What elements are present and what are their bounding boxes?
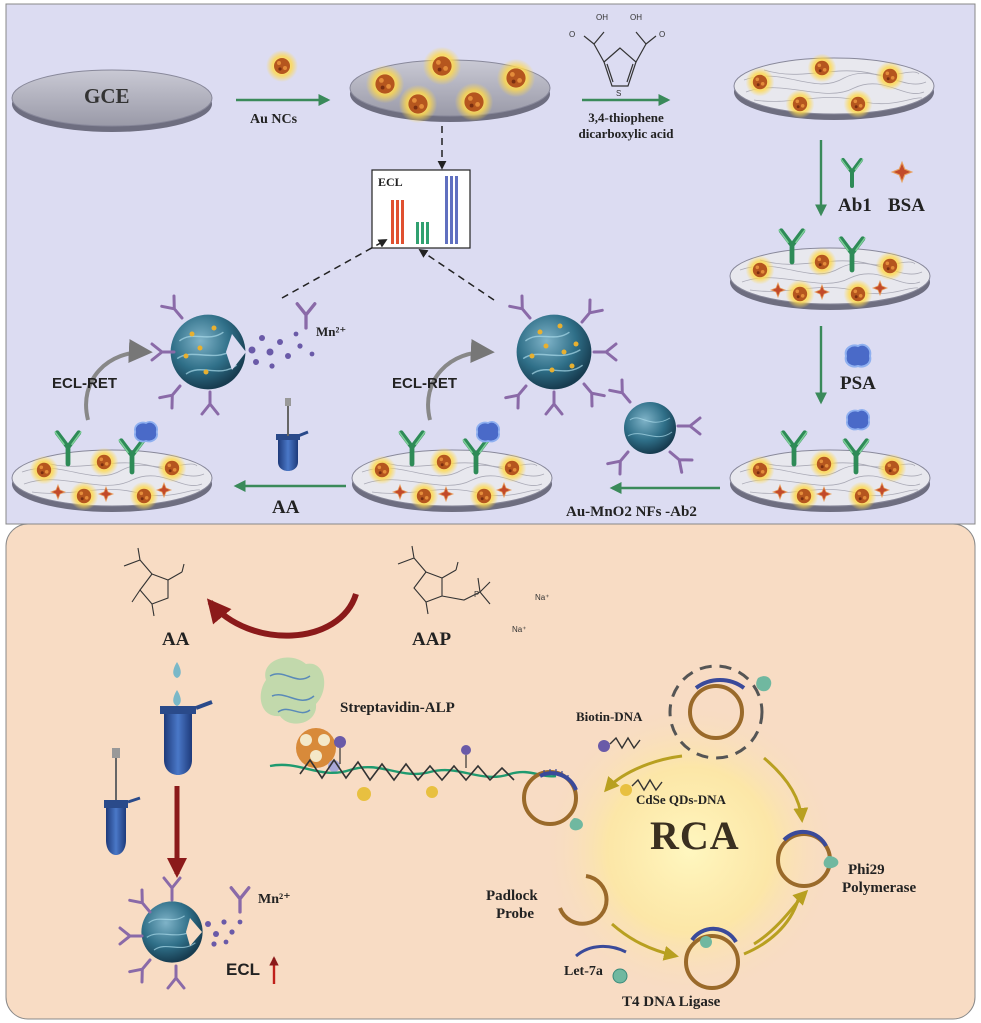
aap-structure bbox=[397, 545, 491, 615]
ecl-label-bottom: ECL bbox=[226, 960, 260, 979]
rca-circle-top bbox=[668, 664, 772, 760]
mn-label-top: Mn²⁺ bbox=[316, 324, 347, 339]
t4-ligase-icon bbox=[612, 968, 628, 984]
padlock-label-line1: Padlock bbox=[486, 888, 538, 904]
let-7a-strand bbox=[575, 945, 627, 958]
mn-label-bottom: Mn²⁺ bbox=[258, 892, 291, 907]
rca-product-dna bbox=[269, 736, 557, 801]
psa-label: PSA bbox=[840, 373, 876, 394]
ecl-signal-box bbox=[371, 169, 471, 249]
na-label-2: Na⁺ bbox=[512, 625, 526, 634]
p-label: P bbox=[474, 590, 479, 599]
t4-ligase-label: T4 DNA Ligase bbox=[622, 994, 721, 1010]
dashed-arrow-left-to-ecl bbox=[281, 239, 388, 299]
thio-s: S bbox=[616, 89, 621, 98]
rca-circle-left bbox=[522, 769, 583, 831]
padlock-probe-circle bbox=[558, 874, 609, 926]
biotin-dna-label: Biotin-DNA bbox=[576, 709, 643, 724]
etched-sphere-bottom bbox=[118, 876, 204, 990]
au-mno2-nf-etched bbox=[150, 294, 247, 416]
au-ncs-label: Au NCs bbox=[250, 112, 298, 127]
bsa-label: BSA bbox=[888, 195, 925, 216]
dashed-arrow-middle-to-ecl bbox=[418, 248, 495, 301]
au-nc-icon bbox=[266, 50, 298, 82]
cycle-arrow-bottom-left bbox=[611, 922, 679, 961]
aap-label: AAP bbox=[412, 629, 452, 650]
psa-icon bbox=[844, 343, 872, 368]
thio-o-left: O bbox=[569, 30, 575, 39]
cycle-arrow-bottom-right bbox=[753, 889, 809, 946]
aa-droplet-tube bbox=[160, 662, 213, 775]
cycle-arrow-top-right bbox=[763, 756, 809, 823]
mn2-ions bbox=[248, 331, 315, 369]
thiophene-label-line1: 3,4-thiophene bbox=[588, 110, 664, 125]
au-mno2-label: Au-MnO2 NFs -Ab2 bbox=[566, 504, 697, 520]
gce-label: GCE bbox=[84, 84, 130, 108]
let-7a-label: Let-7a bbox=[564, 964, 603, 979]
cdse-qds-dna-label: CdSe QDs-DNA bbox=[636, 792, 726, 807]
au-mno2-nf-probe bbox=[606, 378, 702, 476]
ecl-ret-curve-middle bbox=[426, 339, 495, 421]
tube-icon-top bbox=[276, 398, 309, 471]
ecl-box-title: ECL bbox=[378, 175, 403, 189]
ecl-ret-left-label: ECL-RET bbox=[52, 375, 117, 392]
mn2-ions-bottom bbox=[205, 919, 243, 947]
thiophene-label-line2: dicarboxylic acid bbox=[578, 126, 674, 141]
aa-label-bottom: AA bbox=[162, 629, 190, 650]
aa-label-top: AA bbox=[272, 497, 300, 518]
padlock-label-line2: Probe bbox=[496, 906, 535, 922]
au-mno2-nf-intact bbox=[504, 294, 618, 416]
rca-circle-bottom bbox=[684, 926, 740, 990]
tube-with-pipette bbox=[104, 748, 141, 855]
thio-oh-right: OH bbox=[630, 13, 642, 22]
rca-circle-right bbox=[776, 829, 839, 888]
cycle-arrow-right-down bbox=[743, 899, 800, 956]
aa-structure bbox=[123, 547, 185, 617]
streptavidin-alp-protein bbox=[260, 657, 340, 772]
phi29-label-line1: Phi29 bbox=[848, 862, 885, 878]
phi29-label-line2: Polymerase bbox=[842, 880, 917, 896]
thio-oh-left: OH bbox=[596, 13, 608, 22]
ecl-ret-curve-left bbox=[84, 339, 153, 421]
ecl-ret-right-label: ECL-RET bbox=[392, 375, 457, 392]
thio-o-right: O bbox=[659, 30, 665, 39]
cycle-arrow-top-left bbox=[604, 754, 683, 793]
na-label-1: Na⁺ bbox=[535, 593, 549, 602]
rca-label: RCA bbox=[650, 813, 740, 858]
biotin-dna-probe bbox=[598, 736, 641, 752]
ab1-label: Ab1 bbox=[838, 195, 872, 216]
streptavidin-alp-label: Streptavidin-ALP bbox=[340, 700, 455, 716]
aap-to-aa-arrow bbox=[206, 592, 359, 639]
thiophene-structure bbox=[583, 31, 657, 87]
cdse-dna-probe bbox=[620, 778, 663, 796]
